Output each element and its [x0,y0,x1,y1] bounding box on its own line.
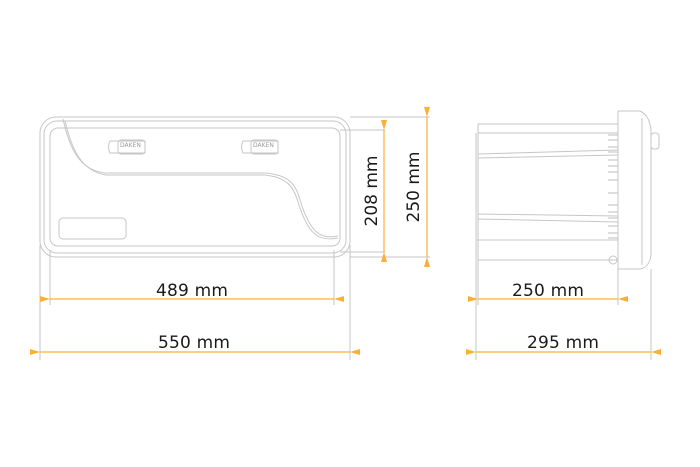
dimension-arrows [30,107,661,355]
front-inner-outline [49,127,341,247]
side-lid [617,110,652,270]
dim-outer-width-label: 550 mm [158,333,231,353]
latch-right-icon [241,140,279,154]
logo-badge-right: DAKEN [253,142,274,149]
front-view [39,116,430,360]
dim-inner-depth-label: 250 mm [512,281,585,301]
dim-outer-depth-label: 295 mm [527,333,600,353]
dim-outer-height-label: 250 mm [404,151,424,223]
front-outer-outline [39,116,351,258]
dim-inner-width-label: 489 mm [156,281,229,301]
dim-inner-height-label: 208 mm [362,155,382,227]
side-hinge-icon [608,255,618,265]
label-plate [58,217,127,240]
side-latch-icon [650,132,660,150]
latch-left-icon [108,140,146,154]
lid-curve [62,118,339,238]
logo-badge-left: DAKEN [120,142,141,149]
side-view [475,110,660,360]
